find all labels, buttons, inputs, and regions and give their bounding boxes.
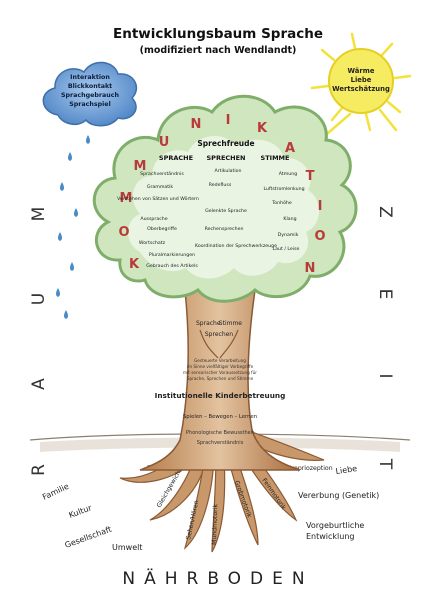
trunk-heading-text: Institutionelle Kinderbetreuung — [155, 391, 286, 400]
trunk-label: Sprechen — [205, 331, 233, 338]
right-word: Liebe — [335, 464, 358, 476]
rain-drops — [56, 135, 90, 319]
arc-letter: K — [129, 257, 140, 272]
left-words: Familie Kultur Gesellschaft Umwelt — [41, 482, 142, 552]
tree-crown-inner — [128, 135, 320, 279]
sun-line: Wärme — [348, 67, 375, 75]
sun-line: Wertschätzung — [332, 85, 390, 93]
crown-heading: Sprechfreude — [197, 139, 254, 148]
arc-letter: M — [120, 191, 133, 206]
vertical-letter: R — [29, 464, 49, 476]
crown-item: Aussprache — [140, 216, 167, 222]
trunk-small: Sprache, Sprechen und Stimme — [187, 376, 254, 381]
vertical-letter: U — [29, 293, 49, 305]
crown-item: Rechensprechen — [205, 226, 244, 232]
vertical-letter: E — [375, 289, 395, 300]
trunk-label: Sprache — [196, 320, 221, 327]
right-vertical-letters: Z E I T — [375, 206, 395, 470]
arc-letter: O — [314, 229, 325, 244]
arc-letter: A — [285, 141, 295, 156]
crown-column: STIMME — [261, 154, 290, 162]
crown-item: Wortschatz — [139, 240, 166, 246]
arc-letter: U — [159, 135, 170, 150]
trunk-small: im Sinne vielfältiger Vorbegriffe — [187, 364, 254, 369]
left-word: Familie — [41, 482, 70, 502]
crown-item: Grammatik — [147, 184, 174, 190]
crown-item: Redefluss — [209, 182, 232, 188]
right-words: Liebe Vererbung (Genetik) — [298, 464, 379, 500]
crown-item: Gebrauch des Artikels — [146, 263, 198, 269]
arc-letter: M — [134, 159, 147, 174]
vertical-letter: M — [29, 207, 49, 222]
trunk-branches — [199, 329, 239, 359]
trunk-lower: Sprachverständnis — [197, 440, 244, 446]
crown-item: Verstehen von Sätzen und Wörtern — [117, 196, 199, 202]
trunk-sub: Spielen – Bewegen – Lernen — [183, 414, 257, 420]
root-label: Propriozeption — [288, 465, 333, 472]
crown-column: SPRACHE — [159, 154, 193, 162]
crown-column: SPRECHEN — [207, 154, 246, 162]
trunk-small: Gesteuerte Verarbeitung — [194, 358, 246, 363]
arc-letter: N — [191, 117, 202, 132]
crown-item: Klang — [283, 216, 296, 222]
bottom-label: NÄHRBODEN — [122, 568, 313, 589]
vertical-letter: I — [375, 373, 395, 378]
diagram-title: Entwicklungsbaum Sprache — [113, 26, 323, 42]
trunk-heading: Institutionelle Kinderbetreuung — [155, 391, 286, 400]
tree-trunk — [139, 289, 301, 471]
crown-item: Dynamik — [278, 232, 299, 238]
vertical-letter: Z — [375, 206, 395, 218]
cloud-line: Interaktion — [70, 74, 110, 81]
arc-letter: N — [305, 261, 316, 276]
left-vertical-letters: R A U M — [29, 207, 49, 476]
arc-letter: K — [257, 121, 268, 136]
vertical-letter: A — [29, 378, 49, 390]
trunk-label: Stimme — [219, 320, 243, 327]
crown-item: Luftstromlenkung — [263, 186, 304, 192]
arc-letter: I — [226, 113, 231, 128]
left-word: Umwelt — [112, 543, 142, 552]
root-label: Mundmotorik — [211, 503, 219, 545]
diagram-subtitle: (modifiziert nach Wendlandt) — [140, 45, 297, 56]
arc-letter: T — [306, 169, 315, 184]
trunk-lower: Phonologische Bewusstheit — [186, 430, 254, 436]
trunk-small: mit sensorischer Voraussetzung für — [183, 370, 257, 375]
left-word: Gesellschaft — [64, 525, 113, 550]
arc-letter: O — [118, 225, 129, 240]
right-word: Vererbung (Genetik) — [298, 491, 379, 500]
crown-item: Artikulation — [215, 168, 242, 174]
crown-item: Laut / Leise — [273, 246, 300, 252]
crown-item: Oberbegriffe — [147, 226, 177, 232]
sun: Wärme Liebe Wertschätzung — [310, 32, 412, 142]
right-word-line: Entwicklung — [306, 532, 355, 541]
crown-item: Sprachverständnis — [140, 171, 184, 177]
crown-item: Atmung — [279, 171, 297, 177]
crown-items: Sprachverständnis Artikulation Atmung Gr… — [117, 168, 304, 269]
crown-item: Pluralmarkierungen — [149, 252, 195, 258]
cloud: Interaktion Blickkontakt Sprachgebrauch … — [42, 61, 138, 127]
right-word: Vorgeburtliche Entwicklung — [306, 521, 367, 541]
sun-line: Liebe — [351, 76, 372, 84]
crown-item: Koordination der Sprechwerkzeuge — [195, 243, 277, 249]
cloud-line: Sprachgebrauch — [61, 92, 119, 99]
right-word-line: Vorgeburtliche — [306, 521, 364, 530]
left-word: Kultur — [68, 503, 94, 520]
cloud-line: Blickkontakt — [68, 83, 112, 90]
vertical-letter: T — [375, 458, 395, 470]
crown-item: Tonhöhe — [271, 200, 292, 206]
crown-item: Gelenkte Sprache — [205, 208, 247, 214]
crown-arc-letters: K O M M U N I K A T I O N — [118, 113, 325, 276]
cloud-line: Sprachspiel — [69, 101, 110, 108]
arc-letter: I — [318, 199, 323, 214]
